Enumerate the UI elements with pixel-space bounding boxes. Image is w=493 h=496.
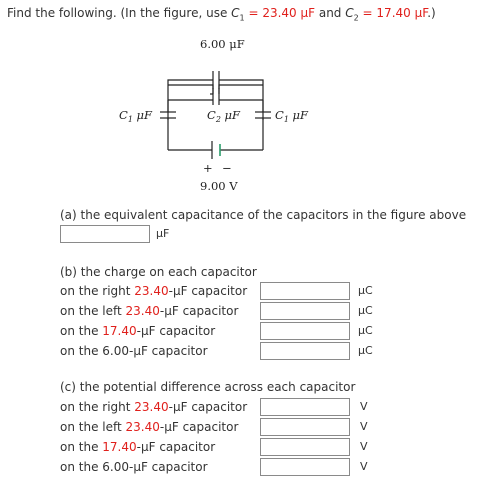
part-b-row-3-input[interactable] [261, 323, 349, 339]
part-b-title: (b) the charge on each capacitor [60, 265, 257, 279]
part-c-row-2-unit: V [360, 420, 368, 433]
part-c-row-3-label: on the 17.40-μF capacitor [60, 440, 216, 454]
part-b-row-1-unit: μC [358, 284, 373, 297]
mid-cap-label: C2 μF [207, 108, 241, 124]
battery-minus: − [222, 161, 232, 175]
part-c-row-3-unit: V [360, 440, 368, 453]
part-c-row-3-input[interactable] [261, 439, 349, 455]
part-c-row-2-box[interactable] [260, 418, 350, 436]
part-b-row-4-unit: μC [358, 344, 373, 357]
part-b-row-3-unit: μC [358, 324, 373, 337]
part-b-row-2-input[interactable] [261, 303, 349, 319]
part-a-input[interactable] [61, 226, 149, 242]
part-b-row-2-label: on the left 23.40-μF capacitor [60, 304, 239, 318]
part-a-title: (a) the equivalent capacitance of the ca… [60, 208, 467, 222]
part-c-row-1-box[interactable] [260, 398, 350, 416]
part-b-row-4-box[interactable] [260, 342, 350, 360]
part-a-input-box[interactable] [60, 225, 150, 243]
part-c-row-4-input[interactable] [261, 459, 349, 475]
part-c-row-4-unit: V [360, 460, 368, 473]
part-c-row-3-box[interactable] [260, 438, 350, 456]
part-b-row-1-label: on the right 23.40-μF capacitor [60, 284, 248, 298]
part-b-row-1-box[interactable] [260, 282, 350, 300]
part-c-row-2-input[interactable] [261, 419, 349, 435]
part-c-row-1-label: on the right 23.40-μF capacitor [60, 400, 248, 414]
battery-plus: + [203, 161, 213, 175]
part-c-row-1-input[interactable] [261, 399, 349, 415]
part-c-row-2-label: on the left 23.40-μF capacitor [60, 420, 239, 434]
part-a-unit: μF [156, 227, 170, 240]
part-b-row-3-box[interactable] [260, 322, 350, 340]
part-c-row-1-unit: V [360, 400, 368, 413]
problem-statement: Find the following. (In the figure, use … [7, 6, 436, 23]
top-cap-label: 6.00 μF [200, 37, 245, 51]
battery-label: 9.00 V [200, 179, 238, 193]
left-cap-label: C1 μF [119, 108, 153, 124]
part-c-title: (c) the potential difference across each… [60, 380, 356, 394]
part-b-row-2-box[interactable] [260, 302, 350, 320]
part-c-row-4-box[interactable] [260, 458, 350, 476]
circuit-diagram: 6.00 μF C1 μF C2 μF C1 μF + − 9.00 V [119, 37, 309, 193]
part-b-row-1-input[interactable] [261, 283, 349, 299]
part-c-row-4-label: on the 6.00-μF capacitor [60, 460, 208, 474]
part-b-row-2-unit: μC [358, 304, 373, 317]
right-cap-label: C1 μF [275, 108, 309, 124]
part-b-row-3-label: on the 17.40-μF capacitor [60, 324, 216, 338]
part-b-row-4-input[interactable] [261, 343, 349, 359]
part-b-row-4-label: on the 6.00-μF capacitor [60, 344, 208, 358]
